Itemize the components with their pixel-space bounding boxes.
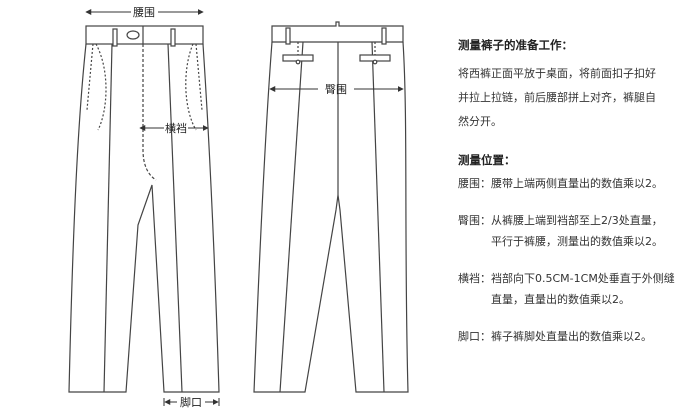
hem-item: 脚口： 裤子裤脚处直量出的数值乘以2。 xyxy=(458,331,694,342)
front-waistband xyxy=(85,25,204,45)
hem-term: 脚口： xyxy=(458,330,491,343)
hem-measure xyxy=(163,398,220,406)
front-outline xyxy=(68,43,220,393)
crotch-term: 横裆： xyxy=(458,272,491,285)
waist-def: 腰带上端两侧直量出的数值乘以2。 xyxy=(491,177,663,190)
crotch-item: 横裆： 裆部向下0.5CM-1CM处垂直于外侧缝 直量，直量出的数值乘以2。 xyxy=(458,273,694,305)
crotch-def-line: 裆部向下0.5CM-1CM处垂直于外侧缝 xyxy=(491,272,675,285)
prep-line: 然分开。 xyxy=(458,114,502,128)
waist-item: 腰围： 腰带上端两侧直量出的数值乘以2。 xyxy=(458,178,694,189)
prep-line: 将西裤正面平放于桌面，将前面扣子扣好 xyxy=(458,66,656,80)
hip-label: 臀围 xyxy=(325,83,347,96)
hem-label: 脚口 xyxy=(180,395,202,409)
prep-line: 并拉上拉链，前后腰部拼上对齐，裤腿自 xyxy=(458,90,656,104)
hip-term: 臀围： xyxy=(458,214,491,227)
prep-text: 将西裤正面平放于桌面，将前面扣子扣好 并拉上拉链，前后腰部拼上对齐，裤腿自 然分… xyxy=(458,68,694,127)
hem-def: 裤子裤脚处直量出的数值乘以2。 xyxy=(491,330,652,343)
prep-title: 测量裤子的准备工作： xyxy=(458,38,573,52)
waist-label: 腰围 xyxy=(133,6,155,19)
waist-term: 腰围： xyxy=(458,177,491,190)
crotch-def-line: 直量，直量出的数值乘以2。 xyxy=(491,293,630,306)
hip-def-line: 平行于裤腰，测量出的数值乘以2。 xyxy=(491,235,663,248)
front-waist-button xyxy=(126,30,140,40)
crotch-label: 横裆 xyxy=(165,121,187,135)
back-waistband xyxy=(271,21,404,43)
front-belt-loops xyxy=(112,28,176,47)
measurement-notes: 测量裤子的准备工作： 将西裤正面平放于桌面，将前面扣子扣好 并拉上拉链，前后腰部… xyxy=(458,38,694,342)
hip-def-line: 从裤腰上端到裆部至上2/3处直量， xyxy=(491,214,663,227)
back-trousers-view xyxy=(253,21,409,393)
hip-item: 臀围： 从裤腰上端到裆部至上2/3处直量， 平行于裤腰，测量出的数值乘以2。 xyxy=(458,215,694,247)
back-belt-loops xyxy=(285,27,387,45)
front-trousers-view xyxy=(68,25,220,393)
position-title: 测量位置： xyxy=(458,152,516,167)
